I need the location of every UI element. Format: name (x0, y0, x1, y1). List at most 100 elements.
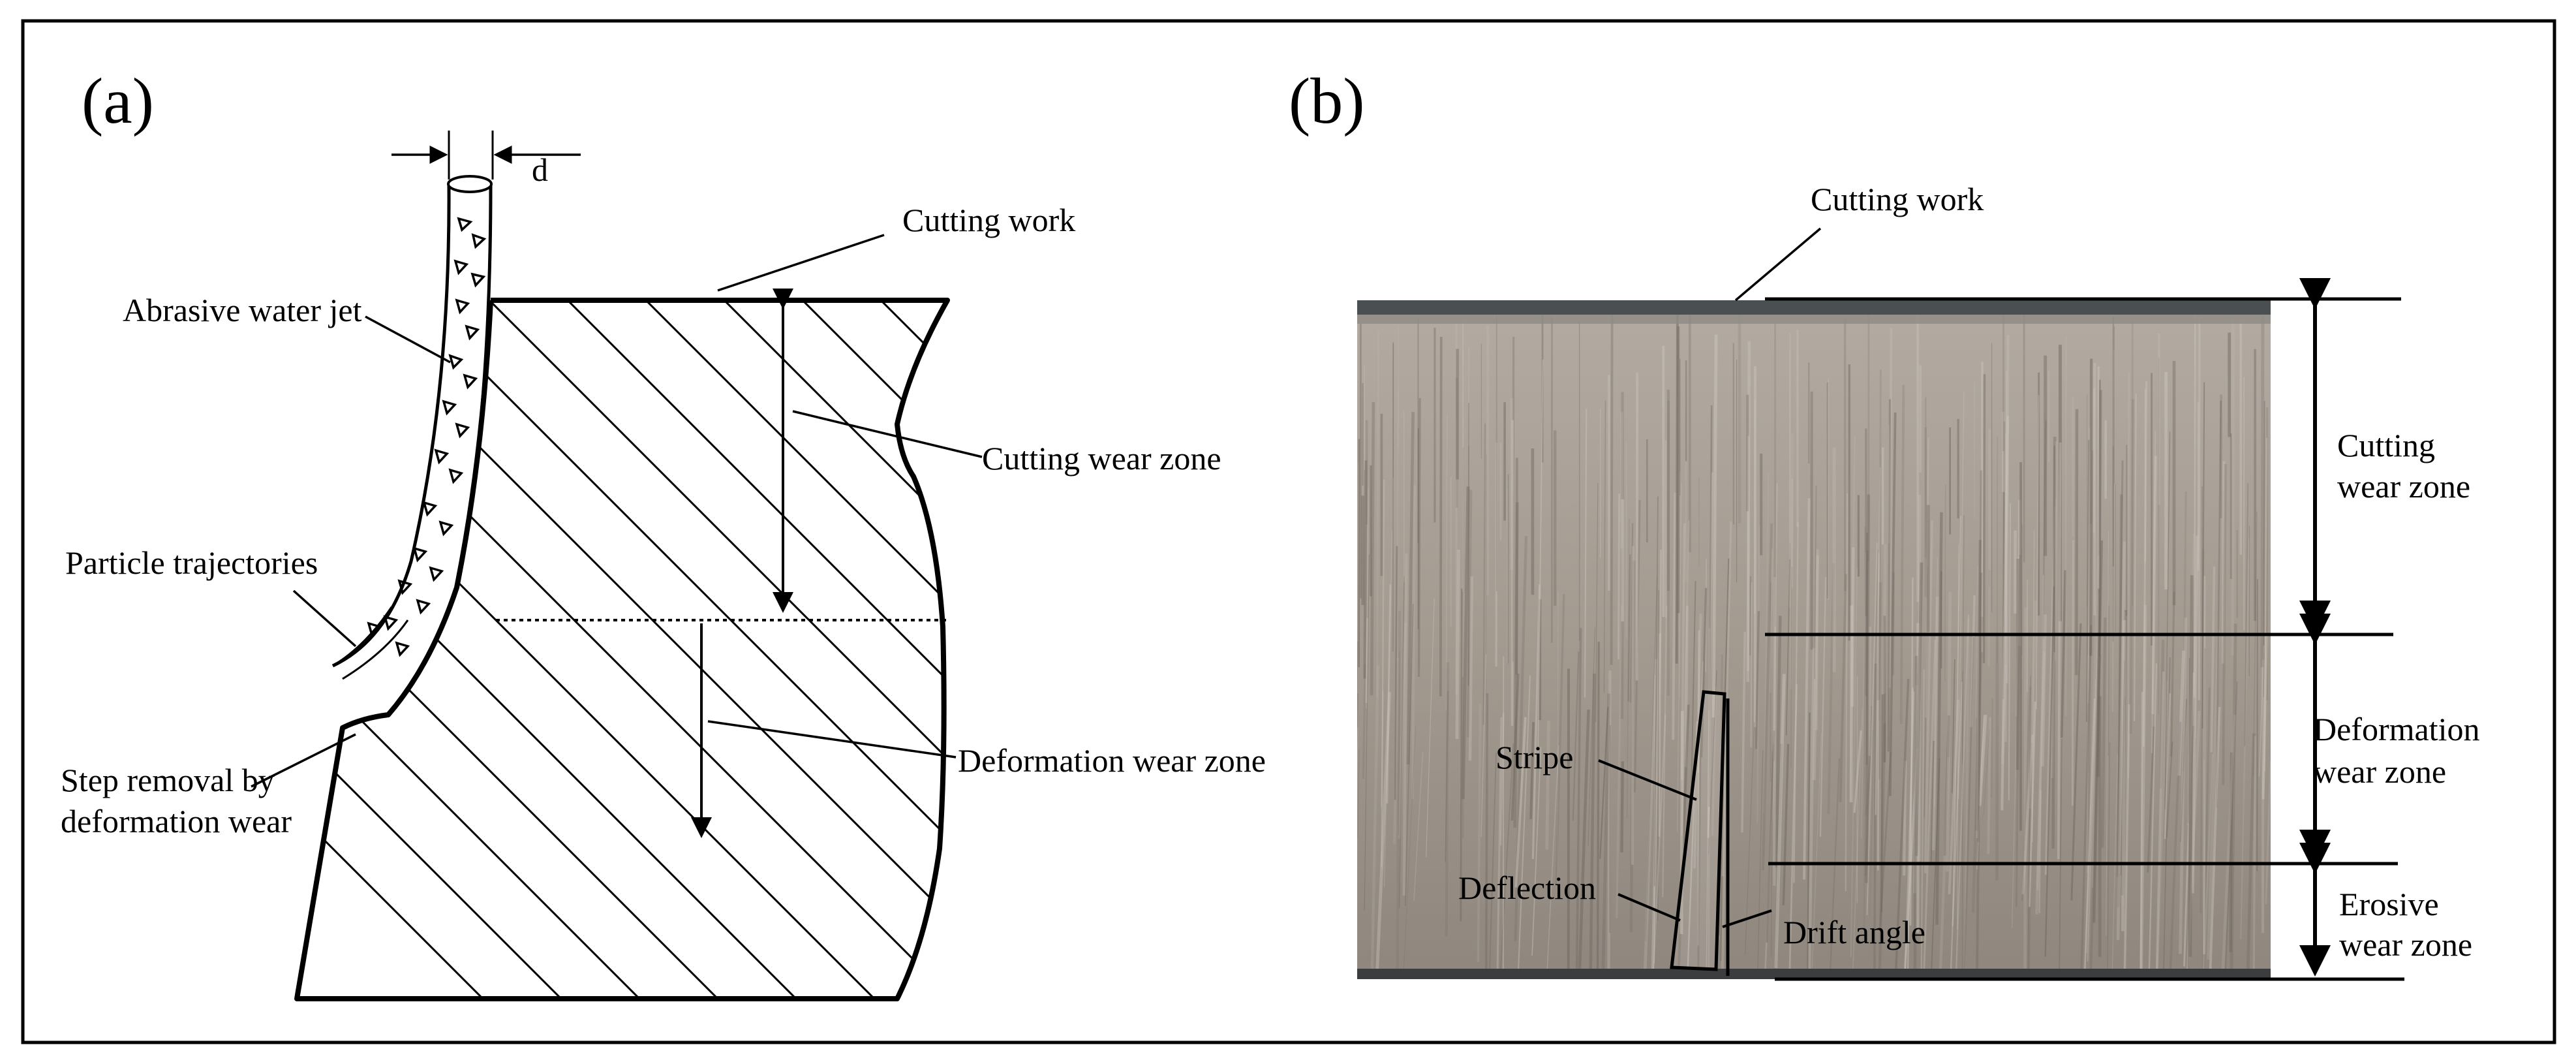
surface-striation (2151, 430, 2156, 753)
surface-striation (1814, 486, 1817, 680)
surface-striation (2258, 645, 2265, 777)
surface-striation (1707, 472, 1713, 838)
surface-striation (2230, 623, 2237, 979)
surface-striation (2215, 400, 2222, 808)
surface-striation (2120, 661, 2126, 875)
surface-striation (1393, 657, 1400, 845)
surface-striation (2031, 530, 2035, 843)
surface-striation (1679, 471, 1681, 698)
surface-striation (2070, 623, 2082, 901)
surface-striation (1939, 757, 1950, 979)
surface-striation (2117, 494, 2123, 907)
surface-striation (1766, 730, 1775, 943)
surface-striation (1957, 544, 1959, 930)
surface-striation (2209, 707, 2221, 979)
surface-striation (1607, 670, 1612, 979)
surface-striation (2051, 437, 2057, 849)
surface-striation (1499, 743, 1514, 979)
surface-striation (1961, 515, 1965, 764)
surface-striation (2169, 721, 2182, 979)
surface-striation (1865, 494, 1871, 883)
surface-striation (2252, 736, 2256, 979)
surface-striation (1375, 692, 1392, 979)
surface-striation (2085, 555, 2100, 953)
surface-striation (2166, 742, 2173, 838)
surface-striation (1515, 458, 1518, 675)
surface-striation (1930, 740, 1935, 865)
leader-abrasive-jet (365, 315, 451, 364)
surface-striation (1850, 547, 1855, 707)
surface-striation (1982, 374, 1986, 664)
surface-striation (1850, 567, 1858, 958)
surface-striation (1934, 557, 1938, 807)
surface-striation (1875, 467, 1881, 815)
surface-striation (2116, 460, 2124, 877)
surface-striation (1807, 648, 1816, 979)
surface-striation (1662, 605, 1668, 898)
surface-striation (1601, 693, 1611, 974)
surface-striation (1975, 565, 1980, 719)
surface-striation (1955, 614, 1970, 979)
surface-striation (1976, 572, 1983, 974)
surface-striation (2107, 742, 2111, 979)
surface-striation (2191, 535, 2199, 894)
surface-striation (1413, 752, 1424, 901)
surface-striation (2155, 671, 2165, 977)
surface-striation (1756, 525, 1760, 824)
surface-striation (1866, 542, 1878, 915)
surface-striation (2265, 760, 2271, 905)
surface-striation (2263, 400, 2265, 698)
workpiece-outline (294, 298, 950, 1001)
surface-striation (1894, 678, 1910, 979)
stripe-label: Stripe (1495, 739, 1574, 775)
surface-striation (1860, 552, 1867, 839)
surface-striation (1466, 490, 1473, 738)
surface-striation (1616, 604, 1623, 918)
surface-striation (1782, 743, 1790, 906)
surface-striation (2040, 420, 2047, 790)
surface-striation (1460, 588, 1463, 922)
surface-striation (1546, 745, 1559, 979)
surface-striation (1383, 531, 1393, 887)
surface-striation (2008, 503, 2012, 801)
surface-striation (1657, 589, 1659, 920)
surface-striation (2159, 640, 2165, 789)
surface-striation (1907, 687, 1914, 979)
surface-striation (1970, 595, 1976, 727)
surface-striation (1925, 437, 1929, 718)
surface-striation (2179, 618, 2188, 954)
surface-striation (2001, 416, 2010, 811)
surface-striation (1484, 693, 1489, 979)
surface-striation (1512, 336, 1515, 662)
surface-striation (2147, 726, 2155, 873)
surface-striation (1920, 669, 1925, 979)
surface-striation (1658, 550, 1663, 837)
surface-striation (1852, 708, 1863, 979)
surface-striation (2002, 421, 2005, 699)
leader-particle-trajectories (292, 589, 357, 648)
erosive-wear-zone-label-line1: Erosive (2339, 886, 2439, 922)
surface-striation (1477, 703, 1482, 963)
surface-striation (1596, 641, 1600, 979)
surface-striation (1537, 359, 1544, 769)
surface-striation (1944, 484, 1946, 681)
surface-striation (2210, 566, 2216, 753)
surface-striation (1708, 670, 1717, 855)
surface-striation (2061, 570, 2066, 738)
surface-striation (1746, 341, 1751, 682)
surface-striation (1362, 664, 1367, 779)
surface-striation (1789, 433, 1794, 689)
surface-striation (1531, 584, 1541, 859)
leader-cutting-work-b (1734, 227, 1822, 302)
surface-striation (1904, 691, 1915, 979)
surface-striation (2221, 461, 2226, 664)
surface-striation (2177, 650, 2186, 776)
surface-striation (1976, 715, 1985, 870)
surface-striation (2180, 698, 2187, 842)
surface-striation (1357, 727, 1358, 812)
surface-striation (1931, 597, 1939, 851)
surface-striation (1587, 627, 1596, 847)
surface-striation (2142, 381, 2148, 747)
surface-striation (1977, 470, 1982, 842)
surface-striation (2059, 739, 2062, 979)
